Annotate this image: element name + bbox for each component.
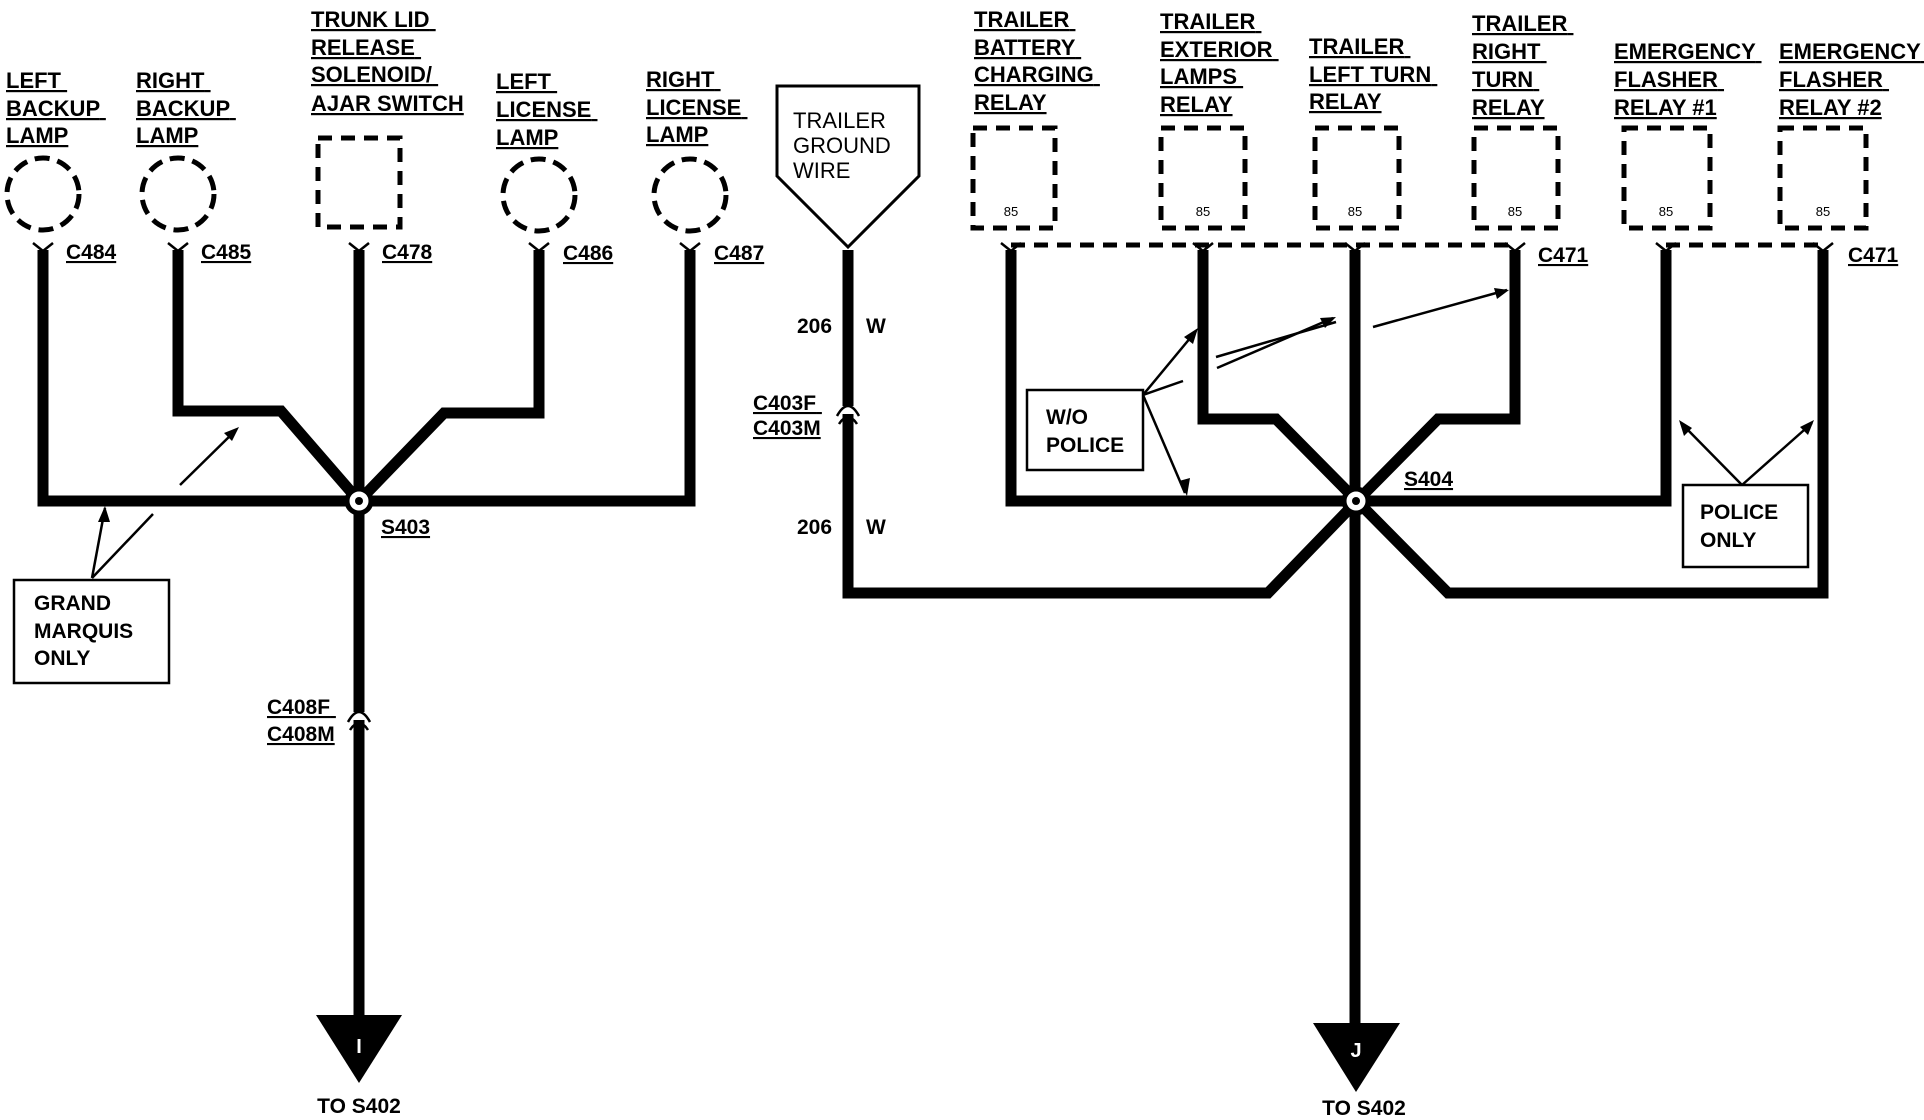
leader-arrow (1741, 422, 1813, 486)
arrow-i-letter: I (356, 1036, 362, 1058)
leader-arrowhead (224, 427, 239, 441)
wire-left-backup (37, 250, 359, 507)
leader-arrowhead (1184, 328, 1198, 344)
connector-chevron (348, 242, 370, 253)
connector-chevron (1812, 242, 1834, 253)
connector-c408-label: C408F C408M (267, 696, 336, 746)
relay-pin-85: 85 (1659, 204, 1673, 219)
connector-c403-male (837, 415, 859, 425)
connector-chevron (1344, 242, 1366, 253)
leader-arrowhead (1800, 420, 1814, 435)
note-police-only-box (1681, 483, 1810, 569)
trailer-right-turn-relay-label: TRAILER RIGHT TURN RELAY (1472, 11, 1573, 120)
leader-arrowhead (1494, 288, 1509, 299)
leader-arrow (1680, 422, 1743, 486)
connector-c471-label: C471 (1848, 244, 1899, 267)
right-backup-lamp-label: RIGHT BACKUP LAMP (136, 68, 236, 148)
leader-arrow (91, 513, 154, 579)
leader-arrow (1372, 288, 1508, 329)
splice-s403-label: S403 (381, 516, 430, 539)
arrow-j-destination: TO S402 (1322, 1097, 1406, 1120)
trailer-exterior-lamps-relay-label: TRAILER EXTERIOR LAMPS RELAY (1160, 9, 1279, 117)
connector-c487: C487 (714, 242, 764, 265)
arrow-i-destination: TO S402 (317, 1095, 401, 1118)
wire-left-license (355, 250, 545, 505)
note-wo-police-text: W/O POLICE (1046, 406, 1124, 457)
arrow-j (1313, 1023, 1400, 1092)
emergency-flasher-relay-1-symbol (1621, 125, 1713, 231)
arrow-j-letter: J (1350, 1040, 1361, 1062)
wire-flasher-relay-2 (1353, 250, 1829, 599)
relay-pin-85: 85 (1196, 204, 1210, 219)
trailer-left-turn-relay-label: TRAILER LEFT TURN RELAY (1309, 34, 1437, 114)
wire-color-w-lower: W (866, 516, 886, 539)
splice-s404-label: S404 (1404, 468, 1453, 491)
leader-arrow (179, 429, 237, 486)
note-police-only-text: POLICE ONLY (1700, 501, 1784, 552)
relay-pin-85: 85 (1004, 204, 1018, 219)
note-grand-marquis-text: GRAND MARQUIS ONLY (34, 592, 139, 670)
splice-s404-dot (1352, 497, 1360, 505)
wire-flasher-relay-1 (1357, 250, 1672, 507)
left-backup-lamp-symbol (4, 155, 82, 233)
arrow-i (316, 1015, 402, 1083)
leader-arrow (1215, 320, 1337, 359)
connector-c403-gap (839, 406, 857, 414)
connector-chevron (528, 242, 550, 253)
right-backup-lamp-symbol (139, 155, 217, 233)
connector-c403-female (835, 404, 861, 417)
relay-pin-85: 85 (1348, 204, 1362, 219)
connector-c408-female (346, 710, 372, 723)
trailer-ground-wire-symbol (775, 84, 921, 250)
connector-chevron (167, 242, 189, 253)
connector-c478: C478 (382, 241, 433, 264)
trailer-battery-charging-relay-label: TRAILER BATTERY CHARGING RELAY (974, 7, 1100, 115)
left-license-lamp-symbol (500, 156, 578, 234)
right-license-lamp-label: RIGHT LICENSE LAMP (646, 67, 747, 147)
note-grand-marquis-box (12, 578, 171, 685)
leader-arrow (1141, 394, 1187, 494)
wire-trailer-ground (842, 250, 1361, 599)
connector-c484: C484 (66, 241, 117, 264)
leader-arrowhead (1179, 478, 1190, 496)
left-license-lamp-label: LEFT LICENSE LAMP (496, 69, 597, 150)
circuit-206-lower: 206 (797, 516, 832, 539)
wire-right-backup (172, 250, 364, 505)
wire-battery-charging-relay (1005, 250, 1357, 507)
connector-c486: C486 (563, 242, 613, 265)
leader-arrow (1142, 330, 1197, 396)
leader-arrowhead (98, 506, 110, 522)
note-wo-police-box (1025, 388, 1145, 472)
trunk-lid-release-label: TRUNK LID RELEASE SOLENOID/ AJAR SWITCH (311, 7, 464, 116)
trunk-lid-release-symbol (315, 135, 403, 230)
emergency-flasher-relay-2-label: EMERGENCY FLASHER RELAY #2 (1779, 39, 1924, 120)
emergency-flasher-relay-1-label: EMERGENCY FLASHER RELAY #1 (1614, 39, 1762, 120)
right-license-lamp-symbol (651, 156, 729, 234)
leader-arrow (1216, 316, 1334, 370)
connector-c403-label: C403F C403M (753, 392, 822, 440)
relay-pin-85: 85 (1508, 204, 1522, 219)
wire-right-license (359, 250, 696, 507)
wire-right-turn-relay (1353, 250, 1521, 505)
splice-s403-dot (355, 497, 363, 505)
connector-c408-gap (350, 712, 368, 720)
leader-arrowhead (1679, 420, 1692, 436)
connector-chevron (1504, 242, 1526, 253)
connector-chevron (32, 242, 54, 253)
left-backup-lamp-label: LEFT BACKUP LAMP (6, 68, 106, 148)
connector-c471-label: C471 (1538, 244, 1589, 267)
relay-pin-85: 85 (1816, 204, 1830, 219)
connector-c408-male (348, 721, 370, 731)
connector-c485: C485 (201, 241, 252, 264)
leader-arrow (1142, 379, 1184, 397)
circuit-206-upper: 206 (797, 315, 832, 338)
connector-chevron (679, 242, 701, 253)
wire-color-w-upper: W (866, 315, 886, 338)
emergency-flasher-relay-2-symbol (1777, 125, 1869, 231)
trailer-ground-wire-label: TRAILER GROUND WIRE (793, 108, 897, 183)
wire-exterior-lamps-relay (1197, 250, 1361, 505)
